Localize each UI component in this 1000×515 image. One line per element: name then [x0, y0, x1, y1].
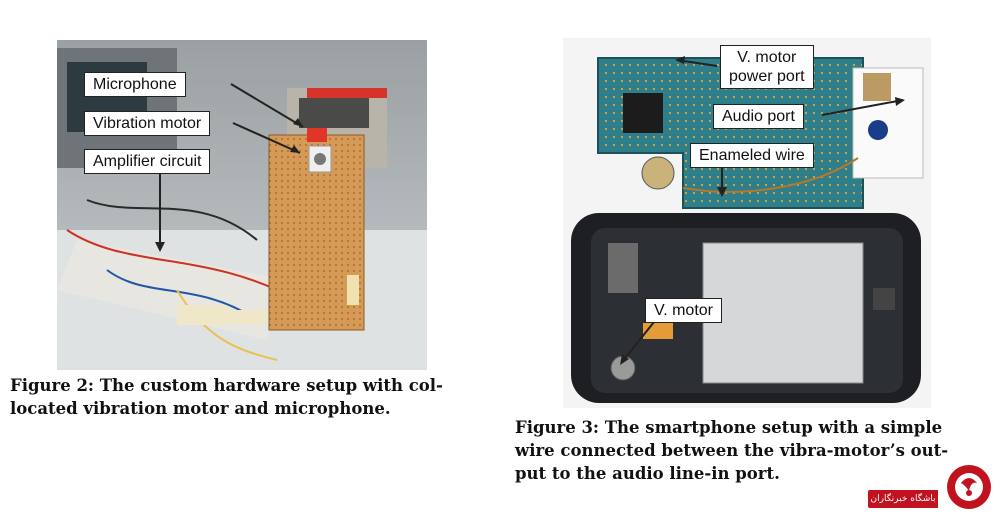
vmotor-power-port-label: V. motor power port [720, 45, 814, 89]
microphone-label: Microphone [84, 72, 186, 97]
figure3-caption-line: Figure 3: The smartphone setup with a si… [515, 418, 943, 437]
vmotor-power-port-label-line: power port [729, 68, 805, 85]
figure2-photo [57, 40, 427, 370]
figure3-caption-line: wire connected between the vibra-motor’s… [515, 441, 949, 460]
enameled-wire-label: Enameled wire [690, 143, 814, 168]
audio-port-label: Audio port [713, 104, 804, 129]
figure3-caption: Figure 3: The smartphone setup with a si… [515, 416, 995, 485]
figure2-caption-line: Figure 2: The custom hardware setup with… [10, 376, 443, 395]
amplifier-circuit-label: Amplifier circuit [84, 149, 211, 174]
red-circle-logo-icon [935, 463, 995, 511]
figure3-photo [563, 38, 931, 408]
figure3-caption-line: put to the audio line-in port. [515, 464, 780, 483]
figure2-caption-line: located vibration motor and microphone. [10, 399, 391, 418]
vmotor-label: V. motor [645, 298, 722, 323]
figure2-caption: Figure 2: The custom hardware setup with… [10, 374, 490, 420]
vmotor-power-port-label-line: V. motor [737, 49, 797, 66]
vibration-motor-label: Vibration motor [84, 111, 211, 136]
watermark-text: باشگاه خبرنگاران [868, 490, 938, 508]
